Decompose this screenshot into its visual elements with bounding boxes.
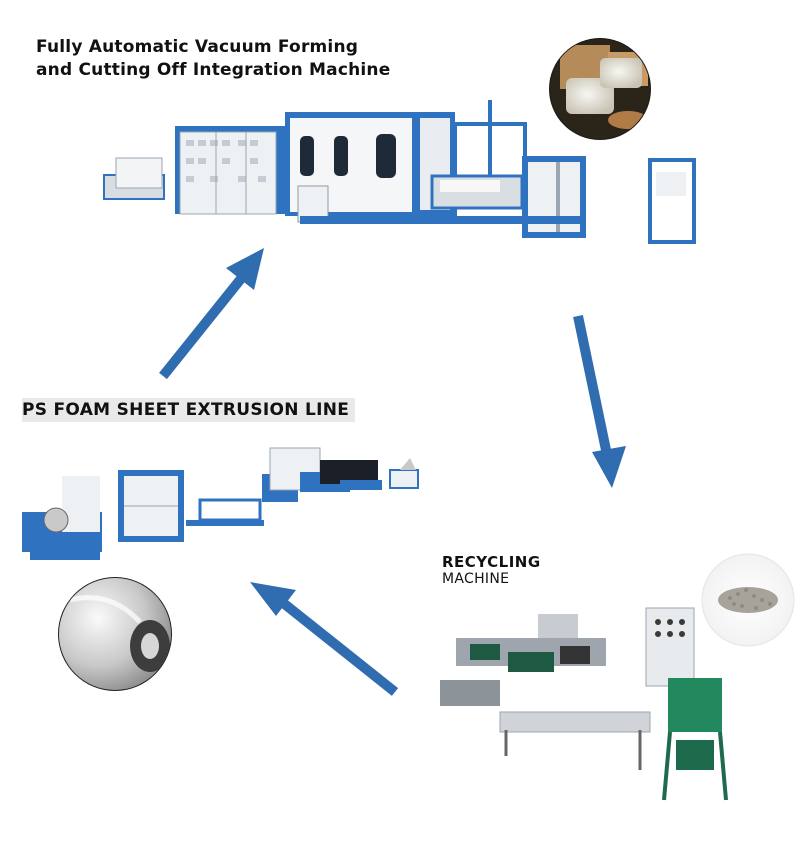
recycling-machine-title: RECYCLING MACHINE xyxy=(442,554,541,588)
arrow-to-extrusion-line xyxy=(250,582,399,696)
recycling-machine xyxy=(440,607,728,801)
extrusion-line-machine xyxy=(22,447,419,560)
foam-product-photo xyxy=(549,38,651,140)
recycling-title-line2: MACHINE xyxy=(442,571,510,587)
arrow-to-recycling xyxy=(573,314,626,488)
recycling-title-line1: RECYCLING xyxy=(442,553,541,571)
vacuum-forming-title: Fully Automatic Vacuum Forming and Cutti… xyxy=(36,36,390,82)
recycled-pellets-photo xyxy=(701,553,795,647)
extrusion-line-title: PS FOAM SHEET EXTRUSION LINE xyxy=(22,398,356,422)
arrow-to-vacuum-forming xyxy=(159,248,264,380)
vacuum-forming-title-line1: Fully Automatic Vacuum Forming xyxy=(36,37,359,57)
vacuum-forming-title-line2: and Cutting Off Integration Machine xyxy=(36,60,391,80)
vacuum-forming-machine xyxy=(103,100,696,244)
foam-sheet-roll-photo xyxy=(58,577,172,691)
